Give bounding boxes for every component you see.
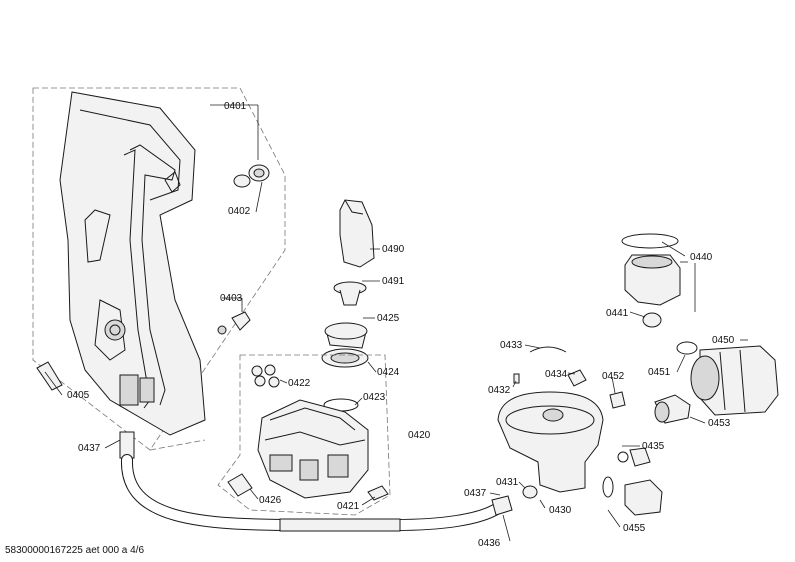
label-0420: 0420	[408, 430, 431, 441]
label-0490: 0490	[382, 244, 405, 255]
label-0425: 0425	[377, 313, 400, 324]
part-0452[interactable]	[609, 391, 626, 409]
drain-pump-0455[interactable]	[624, 479, 663, 516]
part-0491[interactable]	[333, 281, 367, 306]
clip-0421[interactable]	[367, 485, 389, 501]
label-0424: 0424	[377, 367, 400, 378]
label-0433: 0433	[500, 340, 523, 351]
part-0490[interactable]	[339, 199, 375, 268]
label-0401: 0401	[224, 101, 247, 112]
label-0440: 0440	[690, 252, 713, 263]
hose-0453[interactable]	[654, 394, 691, 424]
label-0450: 0450	[712, 335, 735, 346]
label-0453: 0453	[708, 418, 731, 429]
label-0423: 0423	[363, 392, 386, 403]
part-0405[interactable]	[36, 361, 63, 391]
part-0435[interactable]	[617, 447, 651, 467]
label-0431: 0431	[496, 477, 519, 488]
label-0455: 0455	[623, 523, 646, 534]
part-0434[interactable]	[567, 369, 587, 387]
drain-hose-0436[interactable]	[119, 431, 513, 532]
label-0422: 0422	[288, 378, 311, 389]
side-panel-0401[interactable]	[59, 91, 206, 436]
label-0430: 0430	[549, 505, 572, 516]
label-0437-left: 0437	[78, 443, 101, 454]
part-0425[interactable]	[324, 322, 368, 349]
label-0437-right: 0437	[464, 488, 487, 499]
connector-0431[interactable]	[522, 485, 538, 499]
label-0435: 0435	[642, 441, 665, 452]
label-0491: 0491	[382, 276, 405, 287]
seal-0455[interactable]	[602, 476, 614, 498]
part-0424[interactable]	[321, 348, 369, 368]
label-0403: 0403	[220, 293, 243, 304]
screw-0432[interactable]	[513, 373, 520, 384]
heater-housing-0420[interactable]	[257, 399, 369, 499]
clamp-0451[interactable]	[676, 341, 698, 355]
label-0405: 0405	[67, 390, 90, 401]
pump-0440[interactable]	[621, 233, 681, 306]
heat-pump-0450[interactable]	[690, 345, 779, 416]
label-0436: 0436	[478, 538, 501, 549]
seal-0402[interactable]	[233, 164, 270, 188]
label-0451: 0451	[648, 367, 671, 378]
sensor-0426[interactable]	[227, 473, 253, 497]
label-0402: 0402	[228, 206, 251, 217]
assembly-0401-frame	[32, 87, 286, 451]
label-0421: 0421	[337, 501, 360, 512]
part-labels: 0401 0402 0403 0405 0437 0490 0491 0425 …	[67, 101, 735, 549]
label-0426: 0426	[259, 495, 282, 506]
label-0452: 0452	[602, 371, 625, 382]
label-0432: 0432	[488, 385, 511, 396]
clip-0433[interactable]	[529, 346, 567, 353]
part-0441[interactable]	[642, 312, 662, 328]
sump-housing-0430[interactable]	[497, 391, 604, 493]
label-0434: 0434	[545, 369, 568, 380]
connector-0403[interactable]	[217, 311, 251, 335]
label-0441: 0441	[606, 308, 629, 319]
leader-lines	[44, 104, 748, 542]
seals-0422[interactable]	[251, 364, 280, 388]
document-id: 58300000167225 aet 000 a 4/6	[5, 545, 144, 556]
